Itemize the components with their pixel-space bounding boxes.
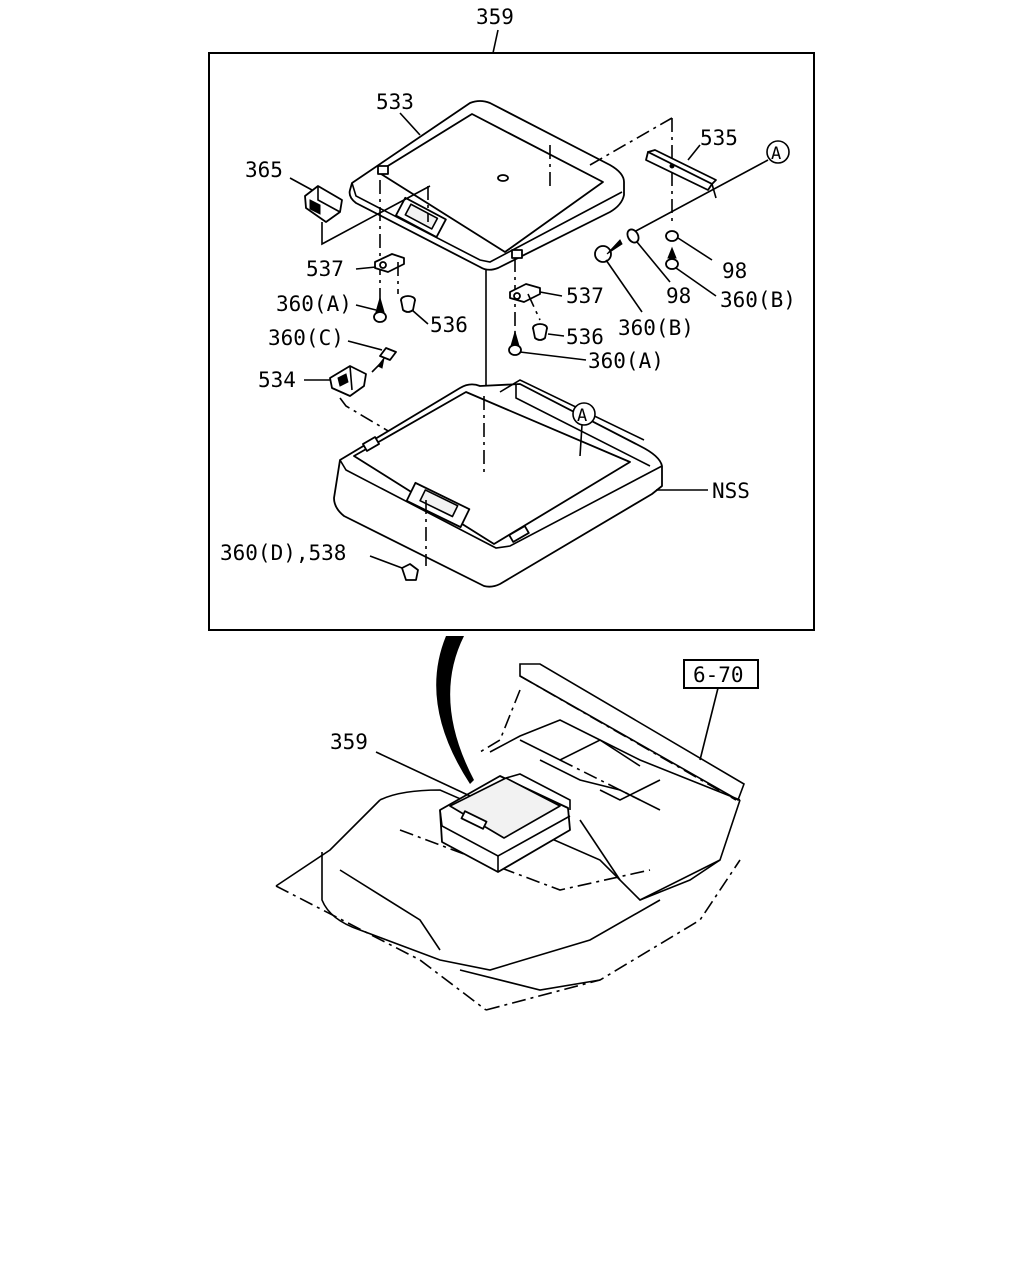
leader-536-right xyxy=(547,333,565,337)
label-537-right: 537 xyxy=(566,284,604,308)
leader-360a-right xyxy=(519,351,587,361)
reference-box-6-70 xyxy=(683,659,759,689)
leader-360a-left xyxy=(355,304,377,311)
label-98-mid: 98 xyxy=(666,284,691,308)
leader-a-tray xyxy=(579,424,583,457)
label-6-70: 6-70 xyxy=(693,663,744,687)
label-536-left: 536 xyxy=(430,313,468,337)
leader-365 xyxy=(289,177,313,191)
leader-537-right xyxy=(539,291,563,297)
label-533: 533 xyxy=(376,90,414,114)
bezel-533 xyxy=(348,100,625,271)
leader-359-top xyxy=(492,29,499,54)
label-365: 365 xyxy=(245,158,283,182)
washer-98-right xyxy=(665,230,679,242)
exploded-view-frame xyxy=(208,52,815,631)
leader-360d-538 xyxy=(369,555,403,569)
label-537-left: 537 xyxy=(306,257,344,281)
label-nss: NSS xyxy=(712,479,750,503)
label-360a-right: 360(A) xyxy=(588,349,664,373)
leader-537-left xyxy=(355,266,377,270)
fastener-360c xyxy=(377,347,397,369)
leader-533 xyxy=(399,112,421,136)
label-360d-538: 360(D),538 xyxy=(220,541,346,565)
washer-98-mid xyxy=(626,228,640,244)
leader-359-bottom xyxy=(375,751,471,797)
vehicle-interior xyxy=(275,663,745,1011)
bracket-535 xyxy=(645,149,717,199)
label-360a-left: 360(A) xyxy=(276,292,352,316)
grommet-536-left xyxy=(400,295,416,313)
screw-360a-left xyxy=(373,296,387,323)
label-360b-right: 360(B) xyxy=(720,288,796,312)
tray-nss xyxy=(333,379,663,588)
label-a-top: A xyxy=(771,144,781,164)
leader-a-top xyxy=(633,159,769,233)
grommet-536-right xyxy=(532,323,548,341)
label-359-bottom: 359 xyxy=(330,730,368,754)
label-360b-mid: 360(B) xyxy=(618,316,694,340)
leader-6-70 xyxy=(699,687,719,761)
latch-534 xyxy=(329,361,383,397)
clip-537-left xyxy=(374,253,405,273)
label-535: 535 xyxy=(700,126,738,150)
label-359-top: 359 xyxy=(476,5,514,29)
callout-a-top xyxy=(766,140,790,164)
curved-arrow xyxy=(436,636,474,784)
leader-98-right xyxy=(677,237,713,261)
label-360c: 360(C) xyxy=(268,326,344,350)
screw-360b-right xyxy=(665,246,679,270)
leader-536-left xyxy=(411,309,429,325)
label-536-right: 536 xyxy=(566,325,604,349)
connector-365 xyxy=(304,185,343,223)
label-a-tray: A xyxy=(577,406,587,426)
leader-535 xyxy=(687,144,701,161)
screw-360a-right xyxy=(508,330,522,356)
label-98-right: 98 xyxy=(722,259,747,283)
label-534: 534 xyxy=(258,368,296,392)
leader-360b-right xyxy=(675,267,717,297)
screw-360b-mid xyxy=(594,239,623,263)
leader-98-mid xyxy=(636,241,671,283)
leader-360c xyxy=(347,340,383,351)
callout-a-tray xyxy=(572,402,596,426)
fastener-360d-538 xyxy=(401,563,419,581)
leader-360b-mid xyxy=(605,259,643,313)
clip-537-right xyxy=(509,283,541,303)
